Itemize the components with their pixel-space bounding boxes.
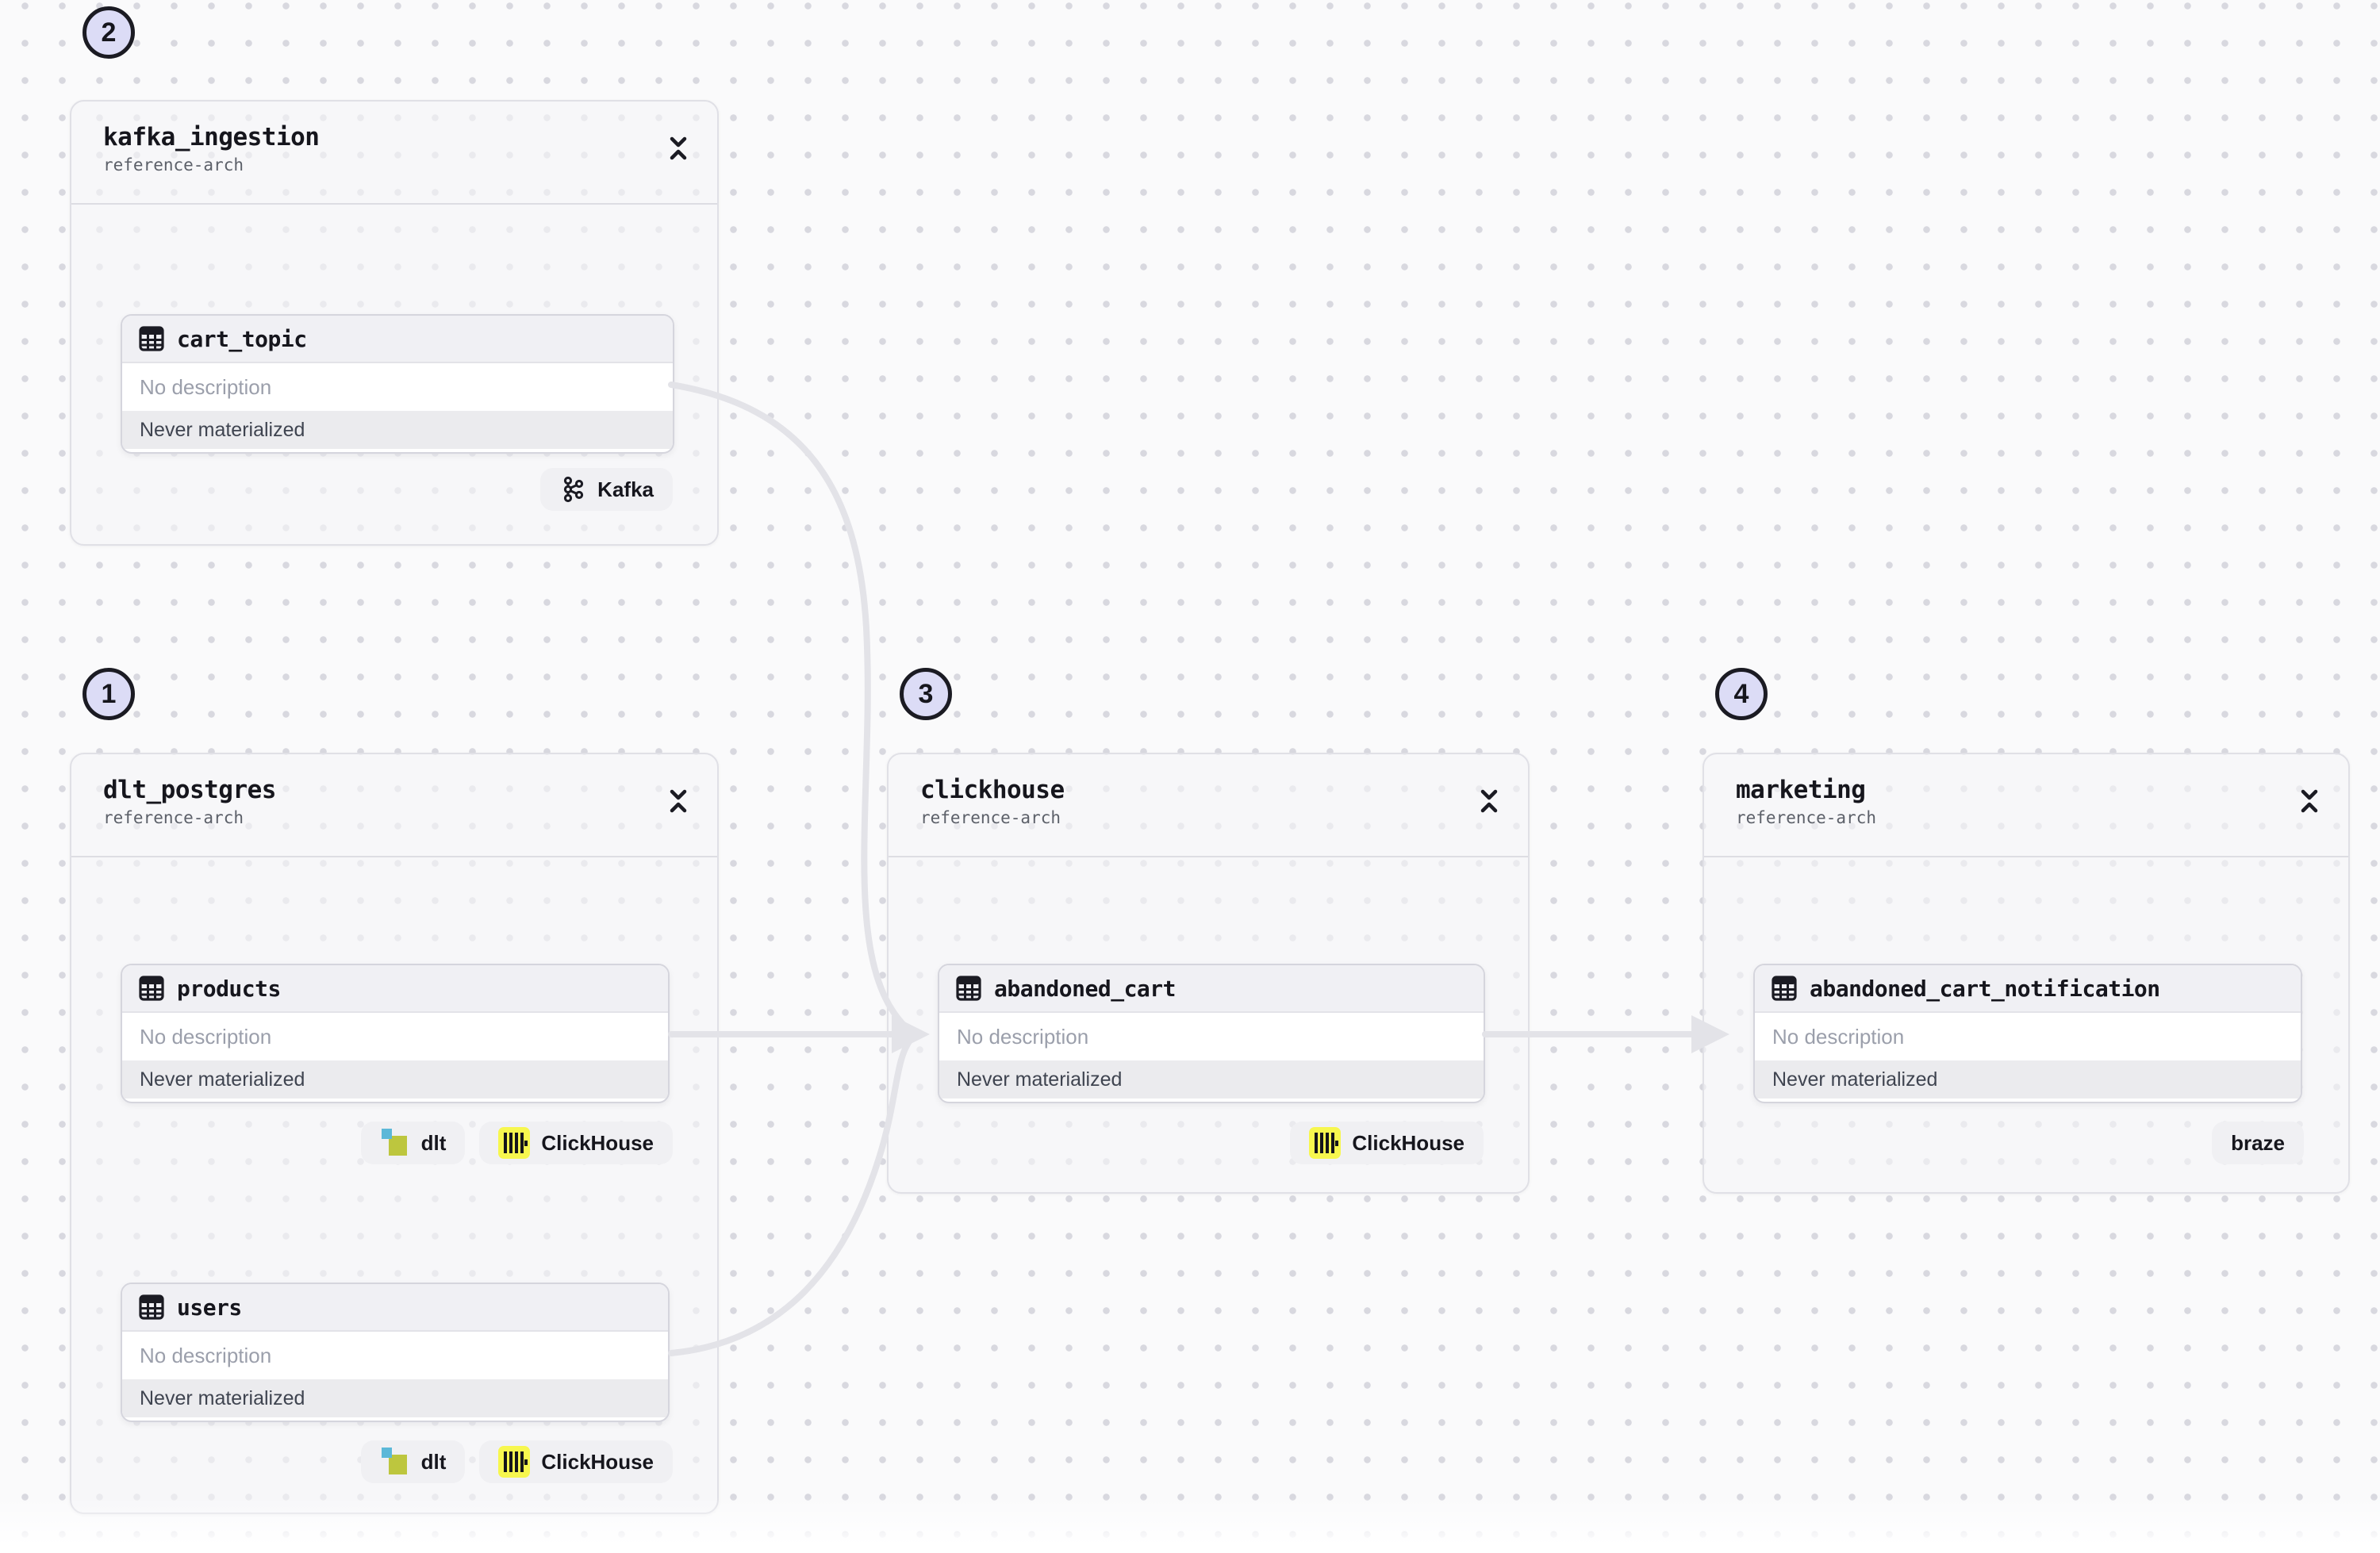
- asset-card-users[interactable]: users No description Never materialized: [121, 1283, 670, 1422]
- step-badge-2: 2: [83, 6, 135, 59]
- tag-kafka: Kafka: [540, 468, 673, 511]
- group-header[interactable]: dlt_postgres reference-arch: [71, 754, 717, 857]
- tag-clickhouse: ClickHouse: [479, 1440, 673, 1483]
- tag-row: ClickHouse: [1290, 1122, 1484, 1164]
- asset-description: No description: [122, 363, 673, 411]
- collapse-group-icon[interactable]: [666, 132, 690, 173]
- asset-card-header: users: [122, 1284, 668, 1332]
- group-title: marketing: [1736, 776, 1866, 804]
- chevron-collapse-icon: [1480, 789, 1498, 813]
- asset-card-abandoned-cart[interactable]: abandoned_cart No description Never mate…: [938, 964, 1485, 1103]
- tag-row: Kafka: [540, 468, 673, 511]
- asset-description: No description: [1755, 1013, 2301, 1060]
- tag-braze: braze: [2212, 1122, 2304, 1164]
- tag-label: braze: [2231, 1130, 2285, 1155]
- group-subtitle: reference-arch: [103, 807, 244, 827]
- asset-card-cart-topic[interactable]: cart_topic No description Never material…: [121, 314, 674, 454]
- table-icon: [1772, 976, 1797, 1001]
- bottom-fade: [0, 1497, 2380, 1553]
- clickhouse-icon: [498, 1127, 531, 1159]
- tag-label: ClickHouse: [1352, 1130, 1464, 1155]
- asset-status: Never materialized: [122, 411, 673, 449]
- chevron-collapse-icon: [670, 789, 687, 813]
- group-clickhouse: clickhouse reference-arch abandoned_cart…: [887, 753, 1530, 1194]
- group-header[interactable]: marketing reference-arch: [1704, 754, 2348, 857]
- group-subtitle: reference-arch: [1736, 807, 1877, 827]
- chevron-collapse-icon: [2301, 789, 2318, 813]
- tag-label: Kafka: [597, 477, 654, 501]
- asset-card-header: abandoned_cart_notification: [1755, 965, 2301, 1013]
- dlt-icon: [380, 1446, 410, 1478]
- tag-label: ClickHouse: [541, 1449, 654, 1474]
- tag-label: dlt: [420, 1130, 447, 1155]
- tag-row: dlt ClickHouse: [360, 1122, 673, 1164]
- asset-description: No description: [939, 1013, 1484, 1060]
- collapse-group-icon[interactable]: [1477, 784, 1501, 826]
- asset-card-header: abandoned_cart: [939, 965, 1484, 1013]
- group-header[interactable]: kafka_ingestion reference-arch: [71, 102, 717, 205]
- tag-label: ClickHouse: [541, 1130, 654, 1155]
- asset-name: abandoned_cart_notification: [1810, 975, 2160, 1002]
- table-icon: [139, 326, 164, 351]
- group-subtitle: reference-arch: [920, 807, 1061, 827]
- group-title: clickhouse: [920, 776, 1065, 804]
- group-kafka-ingestion: kafka_ingestion reference-arch cart_topi…: [70, 100, 719, 546]
- asset-status: Never materialized: [122, 1379, 668, 1417]
- asset-name: abandoned_cart: [994, 975, 1177, 1002]
- group-marketing: marketing reference-arch abandoned_cart_…: [1702, 753, 2350, 1194]
- collapse-group-icon[interactable]: [666, 784, 690, 826]
- group-title: kafka_ingestion: [103, 123, 320, 151]
- group-header[interactable]: clickhouse reference-arch: [889, 754, 1528, 857]
- table-icon: [139, 976, 164, 1001]
- dlt-icon: [380, 1127, 410, 1159]
- table-icon: [139, 1294, 164, 1320]
- asset-card-header: products: [122, 965, 668, 1013]
- asset-name: users: [177, 1294, 242, 1321]
- asset-name: products: [177, 975, 281, 1002]
- group-title: dlt_postgres: [103, 776, 276, 804]
- chevron-collapse-icon: [670, 136, 687, 160]
- asset-status: Never materialized: [1755, 1060, 2301, 1099]
- asset-card-products[interactable]: products No description Never materializ…: [121, 964, 670, 1103]
- tag-clickhouse: ClickHouse: [1290, 1122, 1484, 1164]
- kafka-icon: [564, 476, 584, 503]
- group-dlt-postgres: dlt_postgres reference-arch products No …: [70, 753, 719, 1514]
- tag-row: braze: [2212, 1122, 2304, 1164]
- tag-row: dlt ClickHouse: [360, 1440, 673, 1483]
- step-badge-4: 4: [1715, 668, 1768, 720]
- asset-card-abandoned-cart-notification[interactable]: abandoned_cart_notification No descripti…: [1753, 964, 2302, 1103]
- clickhouse-icon: [498, 1446, 531, 1478]
- tag-dlt: dlt: [360, 1440, 466, 1483]
- asset-description: No description: [122, 1332, 668, 1379]
- group-subtitle: reference-arch: [103, 155, 244, 174]
- tag-clickhouse: ClickHouse: [479, 1122, 673, 1164]
- asset-name: cart_topic: [177, 325, 307, 352]
- step-badge-3: 3: [900, 668, 952, 720]
- collapse-group-icon[interactable]: [2297, 784, 2321, 826]
- tag-dlt: dlt: [360, 1122, 466, 1164]
- table-icon: [956, 976, 981, 1001]
- asset-description: No description: [122, 1013, 668, 1060]
- step-badge-1: 1: [83, 668, 135, 720]
- asset-status: Never materialized: [122, 1060, 668, 1099]
- asset-card-header: cart_topic: [122, 316, 673, 363]
- clickhouse-icon: [1309, 1127, 1342, 1159]
- tag-label: dlt: [420, 1449, 447, 1474]
- asset-status: Never materialized: [939, 1060, 1484, 1099]
